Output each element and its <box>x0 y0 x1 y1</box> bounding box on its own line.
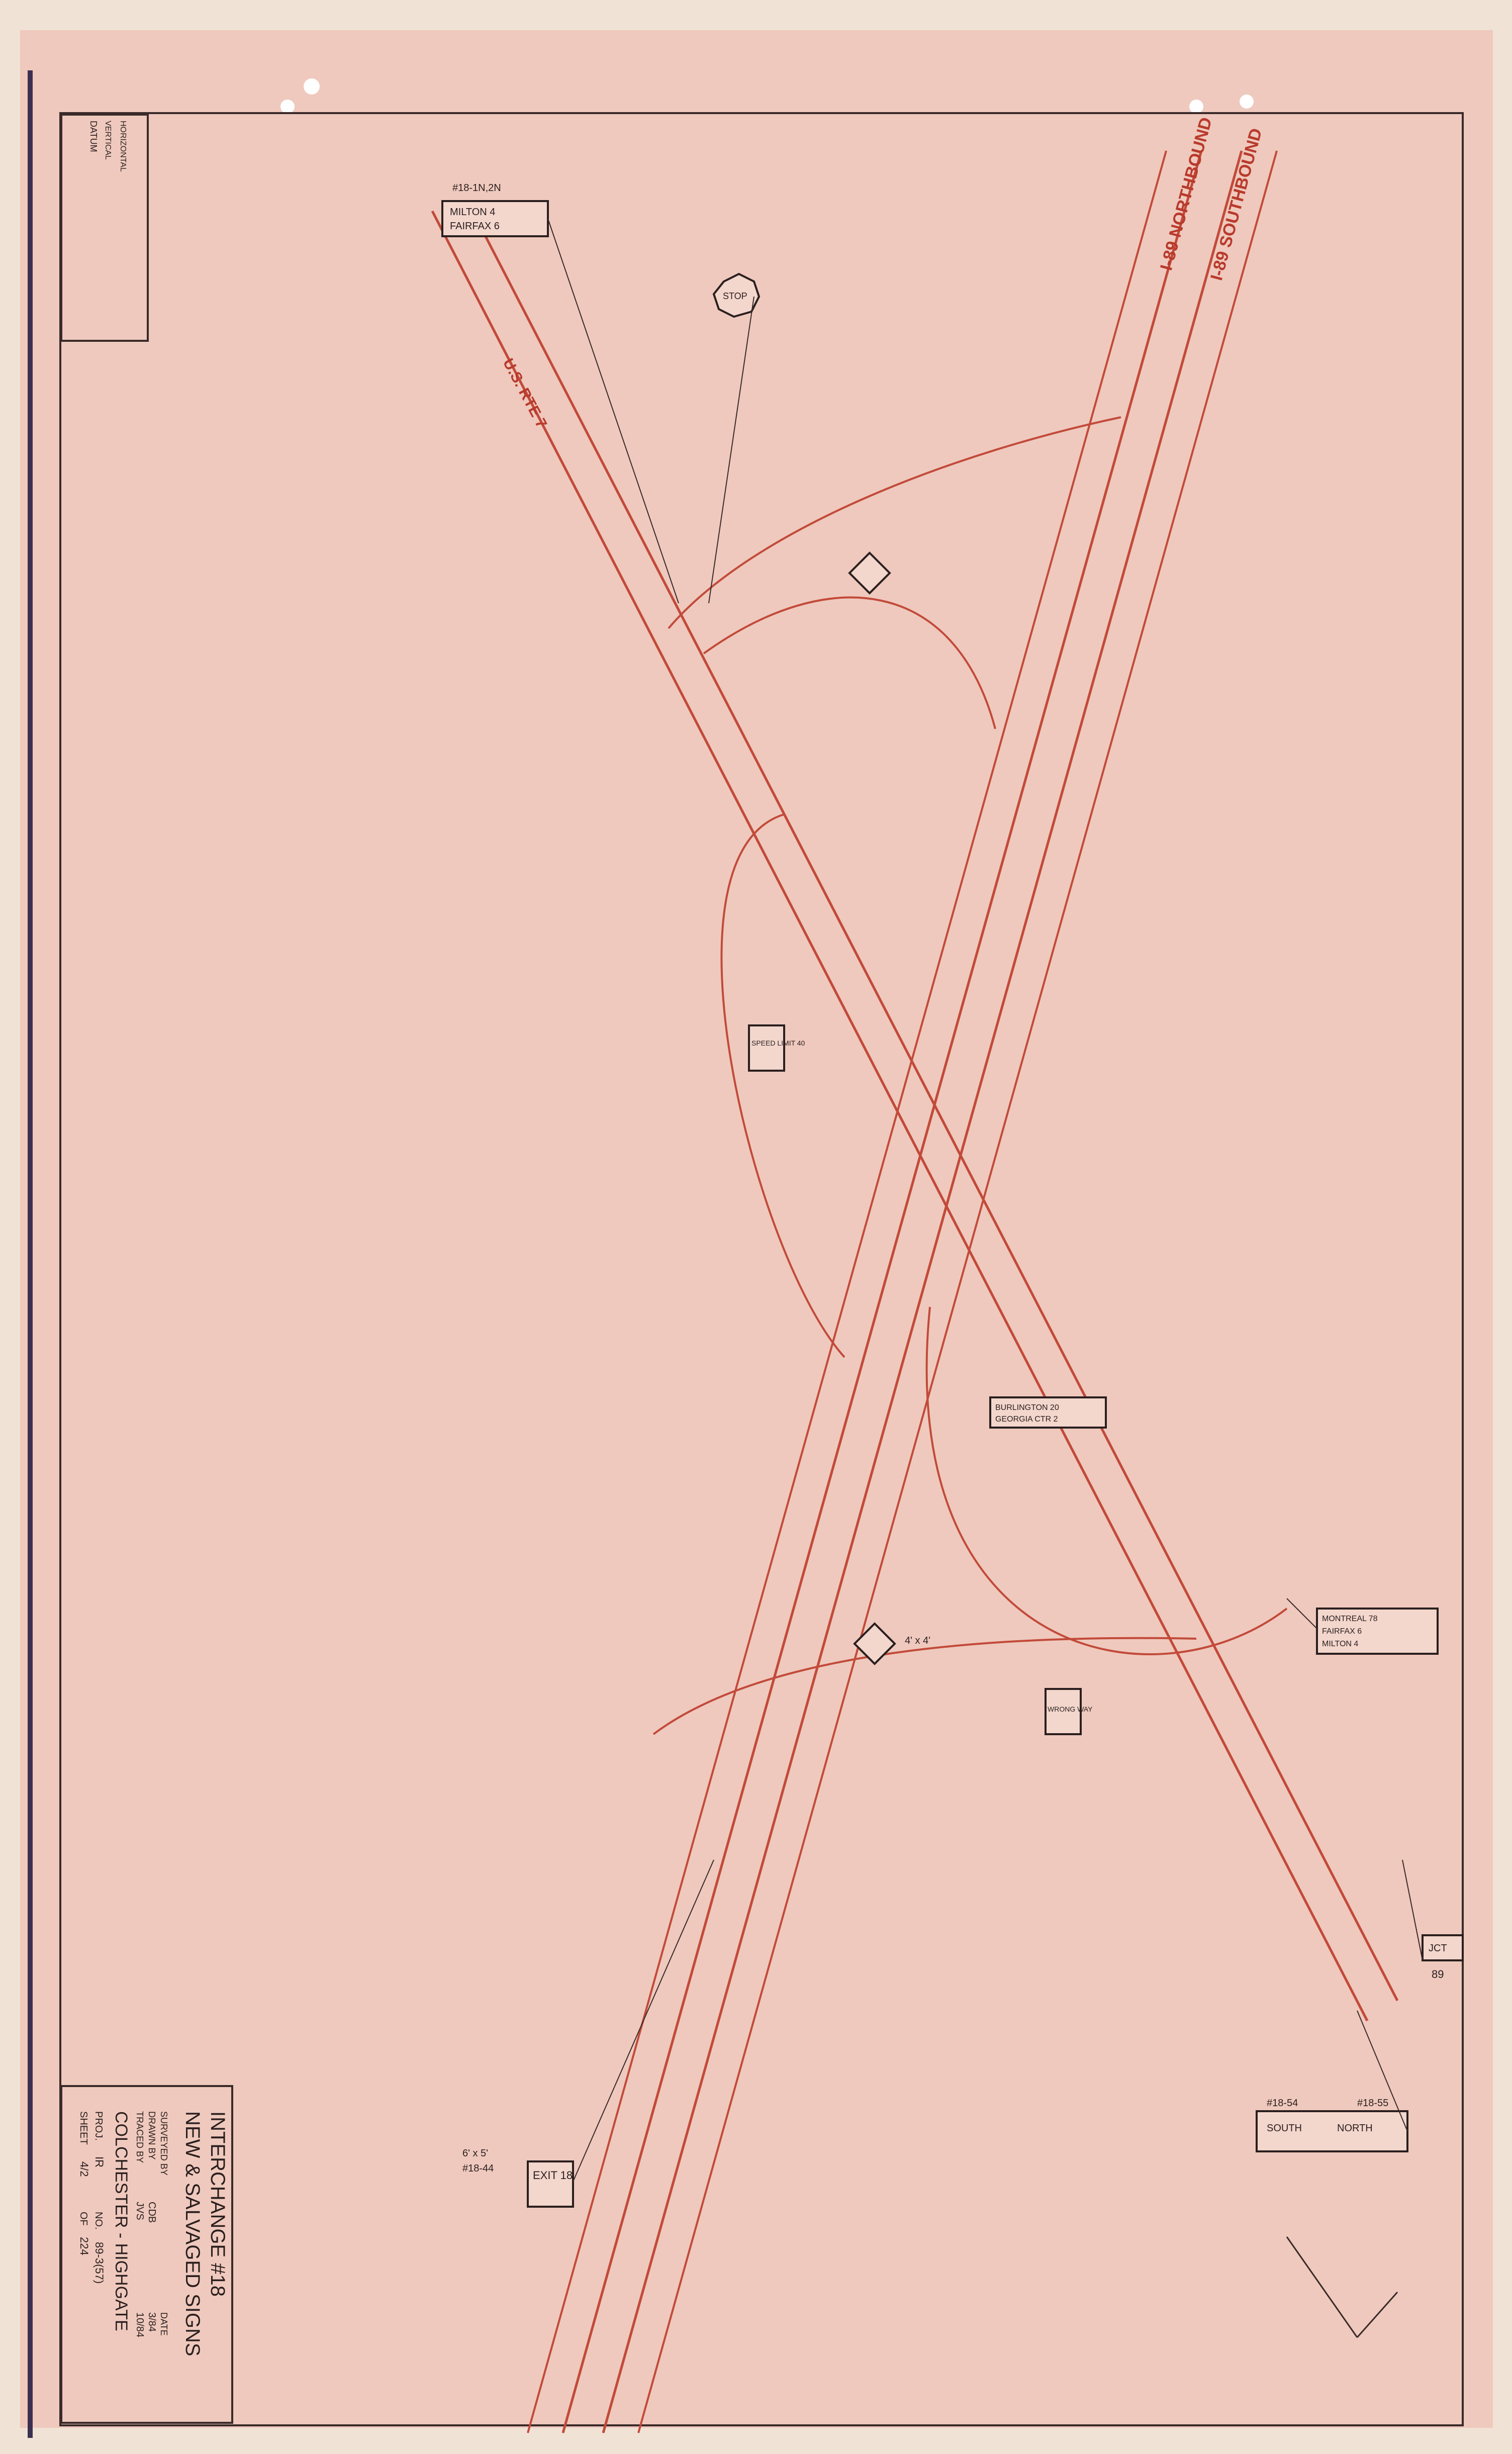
no-value: 89-3(57) <box>93 2242 106 2284</box>
stop-sign: STOP <box>712 272 761 318</box>
i89-northbound-line <box>561 150 1203 2433</box>
punch-hole <box>280 100 295 114</box>
i89-south-label: I-89 SOUTHBOUND <box>1207 126 1266 282</box>
datum-block <box>60 114 149 342</box>
sign-id: #18-1N,2N <box>452 182 501 194</box>
title-line1: INTERCHANGE #18 <box>207 2111 229 2297</box>
us-rte7-line <box>471 210 1399 2002</box>
svg-text:SOUTH: SOUTH <box>1267 2123 1302 2134</box>
punch-hole <box>1240 95 1254 109</box>
svg-text:FAIRFAX 6: FAIRFAX 6 <box>450 221 500 232</box>
ramp-loop <box>703 596 996 729</box>
destination-sign: MONTREAL 78 FAIRFAX 6 MILTON 4 <box>1316 1608 1439 1655</box>
ramp-loop-west <box>720 813 845 1358</box>
drawing-sheet <box>20 30 1493 2428</box>
svg-text:MILTON 4: MILTON 4 <box>450 207 495 218</box>
title-location: COLCHESTER - HIGHGATE <box>112 2111 131 2331</box>
svg-text:MILTON 4: MILTON 4 <box>1322 1640 1358 1648</box>
of-label: OF <box>78 2212 89 2226</box>
date-2: 10/84 <box>134 2312 145 2337</box>
us-rte7-label: U.S. RTE 7 <box>500 356 550 431</box>
dims-label: 4' x 4' <box>905 1635 930 1646</box>
svg-text:GEORGIA CTR 2: GEORGIA CTR 2 <box>995 1415 1058 1424</box>
sheet-label: SHEET <box>78 2111 89 2145</box>
sheet-value: 4/2 <box>78 2161 90 2177</box>
drawn-initials: CDB <box>146 2202 157 2223</box>
svg-text:WRONG WAY: WRONG WAY <box>1048 1705 1093 1713</box>
us-rte7-line <box>431 210 1369 2022</box>
north-south-sign: SOUTH NORTH <box>1256 2110 1408 2152</box>
svg-text:BURLINGTON 20: BURLINGTON 20 <box>995 1403 1059 1412</box>
traced-by: TRACED BY <box>135 2111 145 2163</box>
proj-label: PROJ. <box>93 2111 104 2141</box>
dims-label: 6' x 5' <box>462 2148 488 2159</box>
svg-text:EXIT 18: EXIT 18 <box>533 2169 573 2182</box>
title-line2: NEW & SALVAGED SIGNS <box>181 2111 204 2356</box>
proj-value: IR <box>93 2156 106 2167</box>
sheet-border <box>59 112 1464 2426</box>
i89-shoulder-line <box>527 150 1167 2433</box>
exit-18-sign: EXIT 18 <box>527 2160 574 2208</box>
i89-north-label: I-89 NORTHBOUND <box>1157 115 1216 272</box>
svg-text:SPEED LIMIT 40: SPEED LIMIT 40 <box>751 1039 805 1047</box>
datum-horizontal: HORIZONTAL <box>119 121 127 172</box>
svg-text:89: 89 <box>1432 1968 1444 1980</box>
ramp-south <box>652 1637 1197 1735</box>
of-value: 224 <box>78 2237 90 2255</box>
burlington-sign: BURLINGTON 20 GEORGIA CTR 2 <box>989 1396 1107 1429</box>
sign-id: #18-55 <box>1357 2098 1388 2109</box>
wrong-way-sign: WRONG WAY <box>1045 1688 1093 1735</box>
traced-initials: JVS <box>134 2202 145 2220</box>
punch-hole <box>304 78 320 95</box>
title-block <box>60 2085 233 2424</box>
sign-milton-fairfax: MILTON 4 FAIRFAX 6 <box>441 200 549 237</box>
jct-89-sign: JCT 89 <box>1422 1934 1464 1980</box>
svg-text:NORTH: NORTH <box>1337 2123 1373 2134</box>
svg-text:JCT: JCT <box>1429 1943 1447 1954</box>
diamond-sign <box>853 1622 896 1665</box>
ramp-north <box>668 416 1121 629</box>
date-label: DATE <box>159 2312 169 2336</box>
sign-id: #18-44 <box>462 2163 494 2174</box>
i89-southbound-line <box>602 150 1243 2433</box>
punch-hole <box>1189 100 1203 114</box>
leader-lines <box>547 218 1423 2182</box>
sign-id: #18-54 <box>1267 2098 1298 2109</box>
svg-text:STOP: STOP <box>723 291 747 301</box>
i89-shoulder-line <box>637 150 1278 2433</box>
date-1: 3/84 <box>146 2312 157 2332</box>
north-arrow <box>1286 2236 1398 2338</box>
speed-limit-sign: SPEED LIMIT 40 <box>748 1024 805 1072</box>
svg-text:MONTREAL 78: MONTREAL 78 <box>1322 1615 1378 1623</box>
drawn-by: DRAWN BY <box>147 2111 157 2159</box>
surveyed-by: SURVEYED BY <box>159 2111 169 2176</box>
datum-vertical: VERTICAL <box>104 121 112 160</box>
no-label: NO. <box>93 2212 104 2230</box>
svg-text:FAIRFAX 6: FAIRFAX 6 <box>1322 1627 1362 1636</box>
ramp-loop-south <box>925 1306 1288 1655</box>
diamond-sign <box>848 551 891 595</box>
datum-title: DATUM <box>88 121 99 152</box>
